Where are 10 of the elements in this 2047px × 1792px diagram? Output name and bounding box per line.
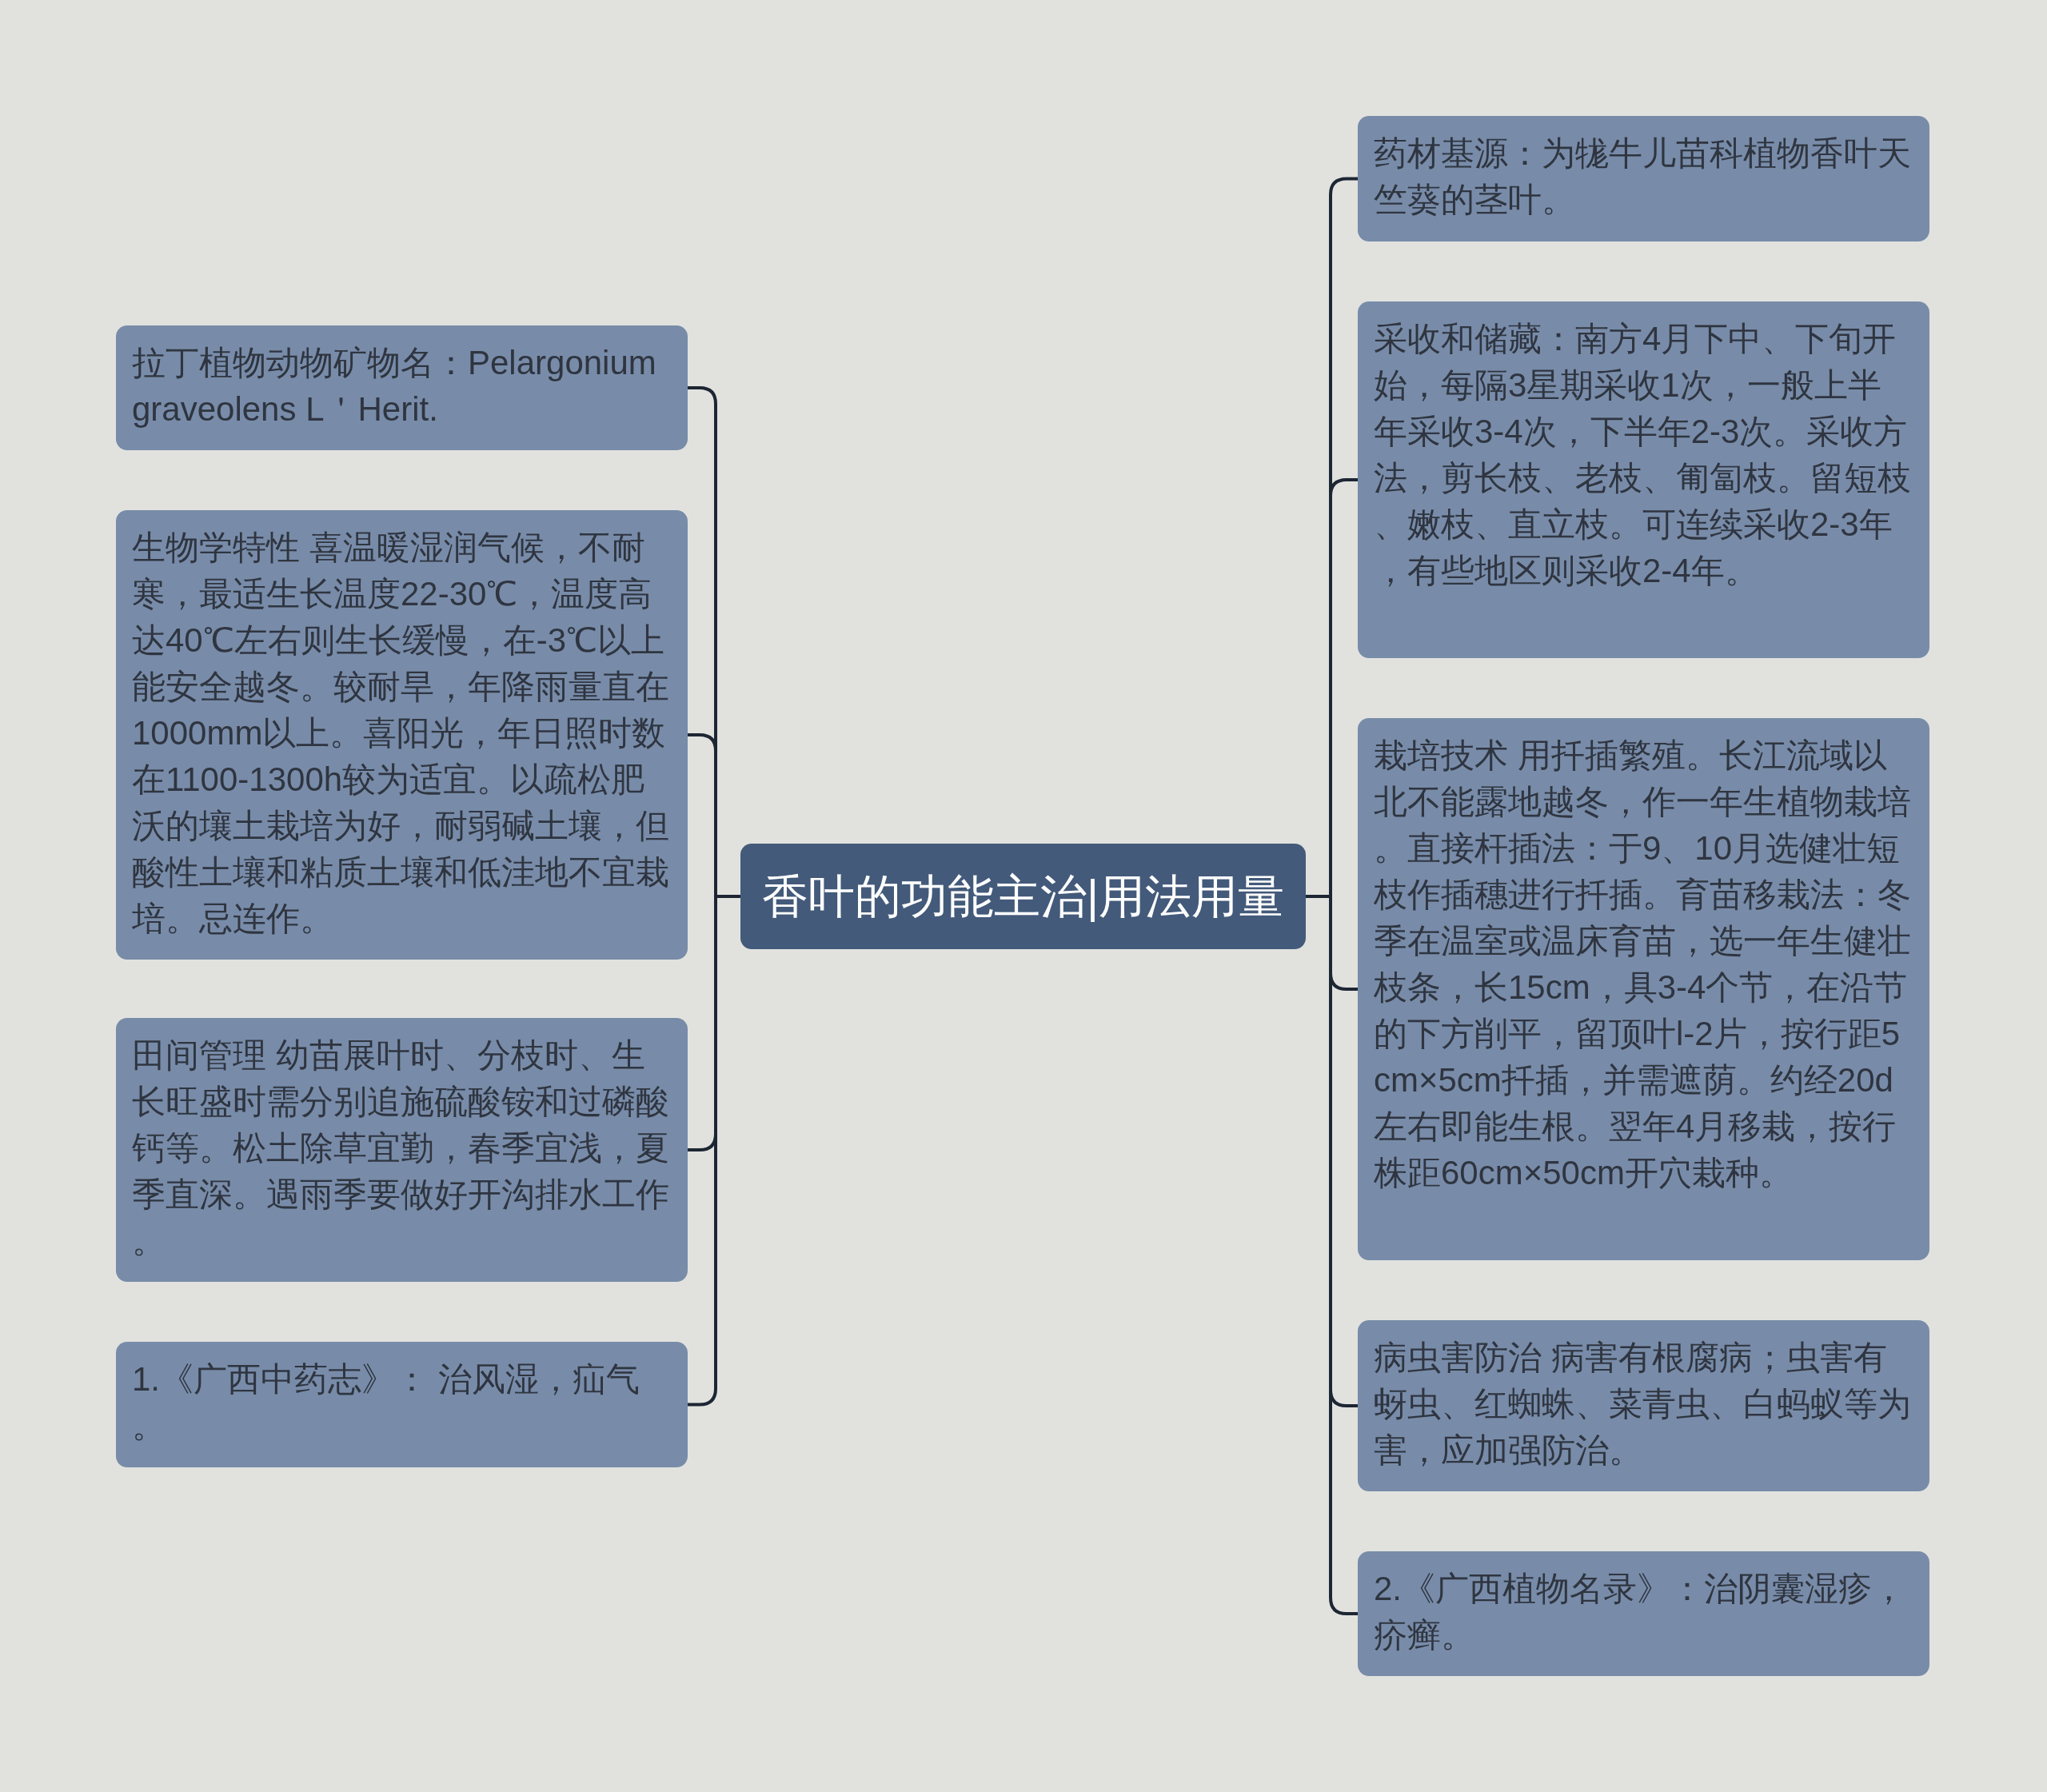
topic-box: 栽培技术 用扦插繁殖。长江流域以北不能露地越冬，作一年生植物栽培。直接杆插法：于9、10月选健壮短枝作插穗进行扦插。育苗移栽法：冬季在温室或温床育苗，选一年生健壮枝条，长15cm，具3-4个节，在沿节的下方削平，留顶叶l-2片，按行距5cm×5cm扦插，并需遮荫。约经20d左右即能生根。翌年4月移栽，按行株距60cm×50cm开穴栽种。 — [1358, 718, 1929, 1260]
topic-box: 采收和储藏：南方4月下中、下旬开始，每隔3星期采收1次，一般上半年采收3-4次，下半年2-3次。采收方法，剪长枝、老枝、匍匐枝。留短枝、嫩枝、直立枝。可连续采收2-3年，有些地区则采收2-4年。 — [1358, 301, 1929, 658]
topic-box: 病虫害防治 病害有根腐病；虫害有蚜虫、红蜘蛛、菜青虫、白蚂蚁等为害，应加强防治。 — [1358, 1320, 1929, 1491]
topic-box: 2.《广西植物名录》：治阴囊湿疹，疥癣。 — [1358, 1551, 1929, 1676]
topic-box: 田间管理 幼苗展叶时、分枝时、生长旺盛时需分别追施硫酸铵和过磷酸钙等。松土除草宜勤，春季宜浅，夏季直深。遇雨季要做好开沟排水工作。 — [116, 1018, 688, 1282]
topic-box: 药材基源：为牻牛儿苗科植物香叶天竺葵的茎叶。 — [1358, 116, 1929, 241]
topic-box: 1.《广西中药志》： 治风湿，疝气。 — [116, 1342, 688, 1467]
topic-box: 拉丁植物动物矿物名：Pelargonium graveolens L＇Herit. — [116, 325, 688, 450]
central-topic-box: 香叶的功能主治|用法用量 — [740, 844, 1306, 949]
topic-box: 生物学特性 喜温暖湿润气候，不耐寒，最适生长温度22-30℃，温度高达40℃左右则生长缓慢，在-3℃以上能安全越冬。较耐旱，年降雨量直在1000mm以上。喜阳光，年日照时数在1100-1300h较为适宜。以疏松肥沃的壤土栽培为好，耐弱碱土壤，但酸性土壤和粘质土壤和低洼地不宜栽培。忌连作。 — [116, 510, 688, 960]
